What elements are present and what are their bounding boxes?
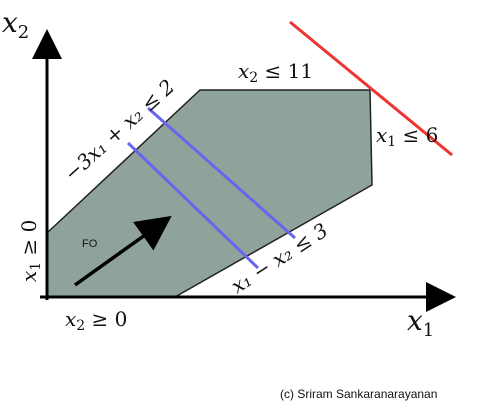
feasible-region xyxy=(46,89,373,298)
objective-arrow xyxy=(73,215,172,287)
x-axis-label: x1 xyxy=(407,304,434,341)
constraint-top-label: x2 ≤ 11 xyxy=(238,59,313,86)
constraint-bottom-label: x2 ≥ 0 xyxy=(65,307,127,334)
credit-text: (c) Sriram Sankaranarayanan xyxy=(280,387,437,401)
y-axis-label: x2 xyxy=(2,6,29,43)
objective-label: FO xyxy=(82,238,98,250)
blue-line-upper xyxy=(147,106,296,240)
constraint-left-label: x1 ≥ 0 xyxy=(17,220,44,282)
constraint-right-label: x1 ≤ 6 xyxy=(376,123,438,150)
red-constraint-line xyxy=(289,20,453,157)
blue-line-lower xyxy=(126,141,260,270)
